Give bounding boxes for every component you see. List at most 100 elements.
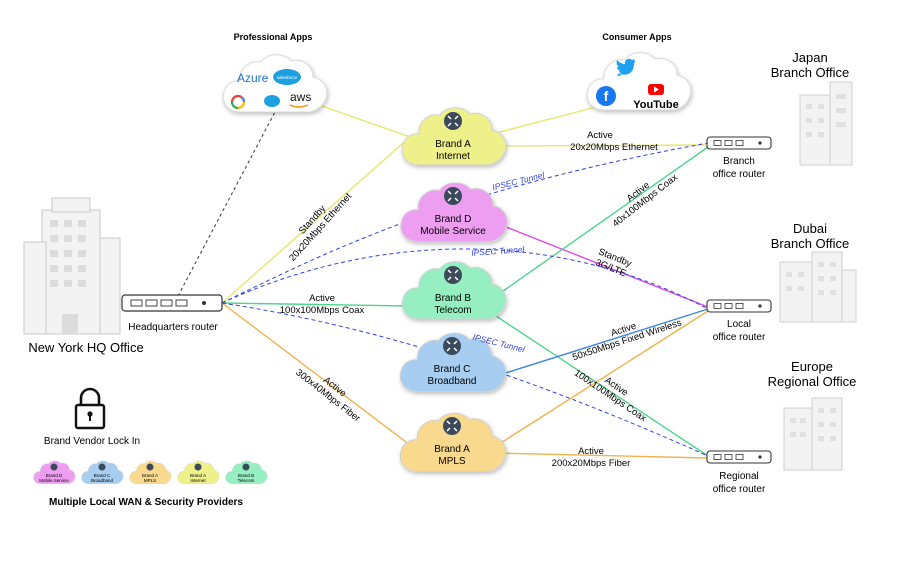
brand-d-mobile-label-2: Mobile Service <box>420 226 486 237</box>
brand-b-telecom-label-1: Brand B <box>435 293 471 304</box>
router-icon <box>242 463 250 471</box>
consumer-apps-cloud: Consumer Apps f YouTube <box>586 32 692 111</box>
mini-provider-label: Brand B <box>238 473 254 478</box>
brand-a-mpls-label-1: Brand A <box>434 444 470 455</box>
aws-logo: aws <box>290 90 311 104</box>
router-icon <box>443 337 461 355</box>
local-router-label-2: office router <box>713 332 766 343</box>
brand-c-broadband-label-2: Broadband <box>428 376 477 387</box>
local-office-router[interactable] <box>706 299 772 313</box>
europe-building-icon <box>783 397 843 471</box>
svg-text:f: f <box>604 88 609 104</box>
europe-title-2: Regional Office <box>768 374 857 389</box>
europe-title-1: Europe <box>791 359 833 374</box>
brand-b-telecom-label-2: Telecom <box>434 305 471 316</box>
microsoft-teams-icon <box>264 95 280 107</box>
mini-provider-label: Internet <box>190 478 206 483</box>
europe-active-fiber-label-1: Active <box>578 446 604 457</box>
japan-title-2: Branch Office <box>771 65 850 80</box>
mini-provider-label: Brand A <box>190 473 206 478</box>
regional-router-label-2: office router <box>713 484 766 495</box>
ipsec-tunnel-2 <box>221 248 709 310</box>
local-router-label-1: Local <box>727 319 751 330</box>
ipsec-tunnel-label-2: IPSEC Tunnel <box>471 244 526 258</box>
dubai-title-2: Branch Office <box>771 236 850 251</box>
brand-a-internet-label-1: Brand A <box>435 139 471 150</box>
hq-active-coax-label-2: 100x100Mbps Coax <box>280 305 365 316</box>
legend-caption: Multiple Local WAN & Security Providers <box>49 497 243 508</box>
lock-icon <box>74 387 106 430</box>
regional-router-label-1: Regional <box>719 471 758 482</box>
facebook-icon: f <box>596 86 616 106</box>
europe-active-coax-label: Active 100x100Mbps Coax <box>572 368 648 425</box>
dubai-building-icon <box>779 251 857 323</box>
hq-standby-ethernet-label: Standby 20x20Mbps Ethernet <box>287 191 354 264</box>
mobile-to-local-router-line <box>505 226 709 308</box>
google-cloud-icon <box>230 94 246 110</box>
japan-active-coax-label: Active 40x100Mbps Coax <box>611 172 680 230</box>
pro-apps-to-internet-line <box>304 99 411 138</box>
telecom-to-branch-router-line <box>495 146 709 297</box>
hq-to-brand-a-internet-line <box>221 136 411 304</box>
youtube-logo-text: YouTube <box>633 99 678 111</box>
brand-a-internet-label-2: Internet <box>436 151 470 162</box>
branch-router-label-1: Branch <box>723 156 755 167</box>
mini-provider-label: Broadband <box>91 478 114 483</box>
youtube-icon <box>648 84 664 95</box>
router-icon <box>444 112 462 130</box>
router-icon <box>98 463 106 471</box>
regional-office-router[interactable] <box>706 450 772 464</box>
professional-apps-title: Professional Apps <box>234 32 313 42</box>
europe-active-fiber-label-2: 200x20Mbps Fiber <box>552 458 631 469</box>
brand-d-mobile-label-1: Brand D <box>435 214 472 225</box>
japan-title-1: Japan <box>792 50 827 65</box>
dubai-active-fixed-wireless-label: Active 50x50Mbps Fixed Wireless <box>571 317 683 363</box>
mpls-to-regional-router-line <box>495 452 709 459</box>
ipsec-tunnel-label-1: IPSEC Tunnel <box>491 170 546 193</box>
brand-c-broadband-label-1: Brand C <box>434 364 471 375</box>
branch-router-label-2: office router <box>713 169 766 180</box>
router-icon <box>146 463 154 471</box>
internet-to-branch-router-line <box>495 144 707 147</box>
mini-provider-label: Brand C <box>94 473 111 478</box>
vendor-lock-in-title: Brand Vendor Lock In <box>44 436 140 447</box>
hq-active-fiber-label: Active 300x40Mbps Fiber <box>293 367 362 424</box>
hq-router-label: Headquarters router <box>128 322 218 333</box>
mini-provider-label: Telecom <box>238 478 255 483</box>
mini-provider-label: MPLS <box>144 478 156 483</box>
branch-office-router[interactable] <box>706 136 772 150</box>
hq-office-name: New York HQ Office <box>28 340 143 355</box>
japan-active-ethernet-label-2: 20x20Mbps Ethernet <box>570 142 658 153</box>
hq-active-coax-label-1: Active <box>309 293 335 304</box>
hq-to-brand-b-telecom-line <box>221 302 411 307</box>
professional-apps-cloud: Professional Apps Azure salesforce aws <box>222 32 328 113</box>
japan-building-icon <box>799 81 853 166</box>
dubai-title-1: Dubai <box>793 221 827 236</box>
hq-router[interactable] <box>121 294 223 312</box>
mini-provider-label: Mobile Service <box>39 478 69 483</box>
mpls-to-local-router-line <box>495 310 709 447</box>
router-icon <box>444 187 462 205</box>
svg-text:salesforce: salesforce <box>277 75 298 80</box>
router-icon <box>50 463 58 471</box>
hq-to-pro-apps-dotted-line <box>177 109 277 297</box>
router-icon <box>194 463 202 471</box>
azure-logo: Azure <box>237 71 269 85</box>
consumer-apps-title: Consumer Apps <box>602 32 671 42</box>
hq-building-icon <box>23 197 121 335</box>
broadband-to-local-router-line <box>495 308 709 377</box>
salesforce-logo: salesforce <box>273 69 301 85</box>
hq-to-brand-a-mpls-line <box>221 302 411 446</box>
consumer-to-internet-line <box>495 106 597 134</box>
